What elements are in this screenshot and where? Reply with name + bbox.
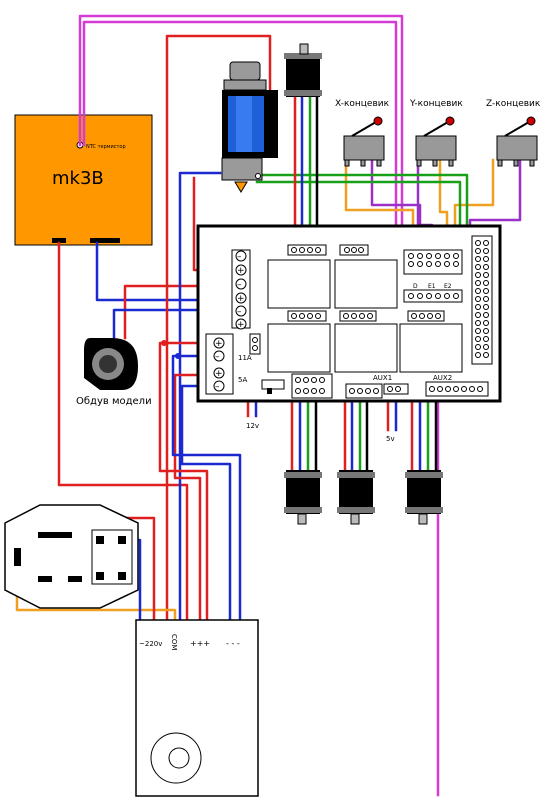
- svg-text:–: –: [215, 382, 220, 392]
- wire-psu-red-2: [158, 341, 212, 622]
- wire-heatbed-blue: [95, 241, 234, 302]
- side-header: [471, 235, 493, 365]
- wire-psu-blue-1: [180, 384, 232, 622]
- endstop-y: Y-концевик: [409, 99, 463, 167]
- pin-label-d: D: [413, 283, 418, 290]
- extruder: [221, 61, 278, 193]
- stepper-motor-1: [284, 470, 322, 525]
- fuse-5a-label: 5A: [238, 376, 247, 384]
- extruder-thermistor: [255, 173, 261, 179]
- endstop-x: X-концевик: [335, 99, 390, 167]
- label-5v: 5v: [386, 435, 395, 443]
- svg-text:–: –: [237, 252, 242, 262]
- endstop-header: D E1 E2: [403, 249, 463, 303]
- wire-psu-blue-2: [171, 354, 242, 622]
- terminal-block-outputs: – + – + – +: [231, 249, 251, 330]
- svg-text:+: +: [215, 339, 223, 349]
- wire-psu-red-1: [173, 373, 212, 622]
- fan-label: Обдув модели: [76, 396, 152, 407]
- stepper-motor-extruder: [284, 43, 322, 97]
- heatbed-label: mk3B: [52, 168, 104, 189]
- stepper-motor-2: [337, 470, 375, 525]
- pin-header-top: [287, 244, 369, 256]
- aux1-label: AUX1: [373, 374, 392, 382]
- endstop-z-label: Z-концевик: [486, 99, 541, 109]
- bottom-headers: AUX1 AUX2: [291, 373, 489, 399]
- psu-terminal-minus: - - -: [226, 639, 240, 648]
- pin-label-e2: E2: [444, 283, 452, 290]
- junction-red: [161, 340, 167, 346]
- endstop-y-label: Y-концевик: [409, 99, 463, 109]
- wire-heatbed-red: [57, 241, 189, 622]
- junction-blue: [175, 353, 181, 359]
- svg-text:+: +: [237, 266, 245, 276]
- power-switch: [261, 379, 285, 390]
- pin-label-e1: E1: [428, 283, 436, 290]
- fuse-11a-label: 11A: [238, 354, 252, 362]
- endstop-x-label: X-концевик: [335, 99, 390, 109]
- wires-motor-top: [293, 93, 319, 250]
- psu-terminal-plus: +++: [190, 639, 210, 648]
- pin-header-mid: [287, 310, 445, 322]
- part-cooling-fan: Обдув модели: [76, 338, 152, 407]
- svg-text:+: +: [237, 294, 245, 304]
- aux2-label: AUX2: [433, 374, 452, 382]
- relay-module: [4, 504, 139, 609]
- svg-text:–: –: [215, 352, 220, 362]
- thermistor-label: NTC термистор: [86, 144, 126, 150]
- wire-fan-blue: [112, 308, 236, 340]
- label-12v: 12v: [246, 422, 259, 430]
- svg-text:–: –: [237, 307, 242, 317]
- endstop-z: Z-концевик: [486, 99, 541, 167]
- ramps-board: D E1 E2: [196, 224, 502, 443]
- psu-fan-inner: [168, 747, 190, 769]
- svg-text:–: –: [237, 280, 242, 290]
- psu-terminal-220v: ~220v: [139, 640, 162, 648]
- svg-text:+: +: [237, 320, 245, 330]
- svg-text:+: +: [215, 369, 223, 379]
- fuse-connector: [249, 333, 261, 355]
- stepper-motor-3: [405, 470, 443, 525]
- terminal-block-power: + – + –: [205, 333, 234, 395]
- power-supply: ~220v COM +++ - - -: [135, 619, 259, 797]
- wire-extruder-red: [165, 34, 272, 622]
- psu-terminal-com: COM: [170, 634, 178, 650]
